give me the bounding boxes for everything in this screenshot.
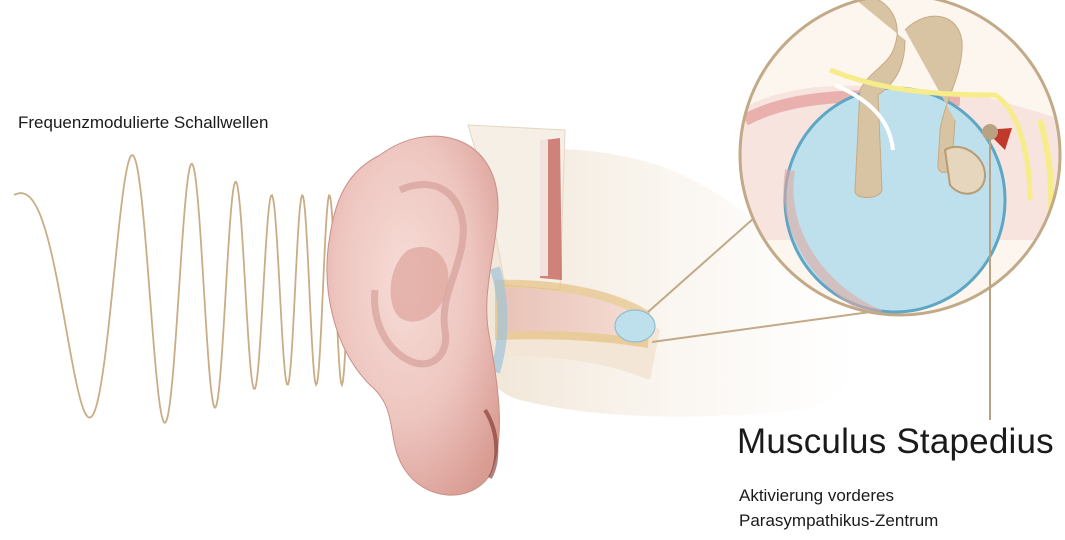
- wave-label: Frequenzmodulierte Schallwellen: [18, 113, 268, 133]
- auricle: [327, 136, 500, 495]
- muscle-description-line-2: Parasympathikus-Zentrum: [739, 511, 938, 531]
- eardrum: [615, 310, 655, 342]
- muscle-title: Musculus Stapedius: [737, 422, 1054, 462]
- tympanic-membrane: [785, 88, 1005, 312]
- stapedius-marker: [982, 124, 998, 140]
- muscle-description-line-1: Aktivierung vorderes: [739, 486, 894, 506]
